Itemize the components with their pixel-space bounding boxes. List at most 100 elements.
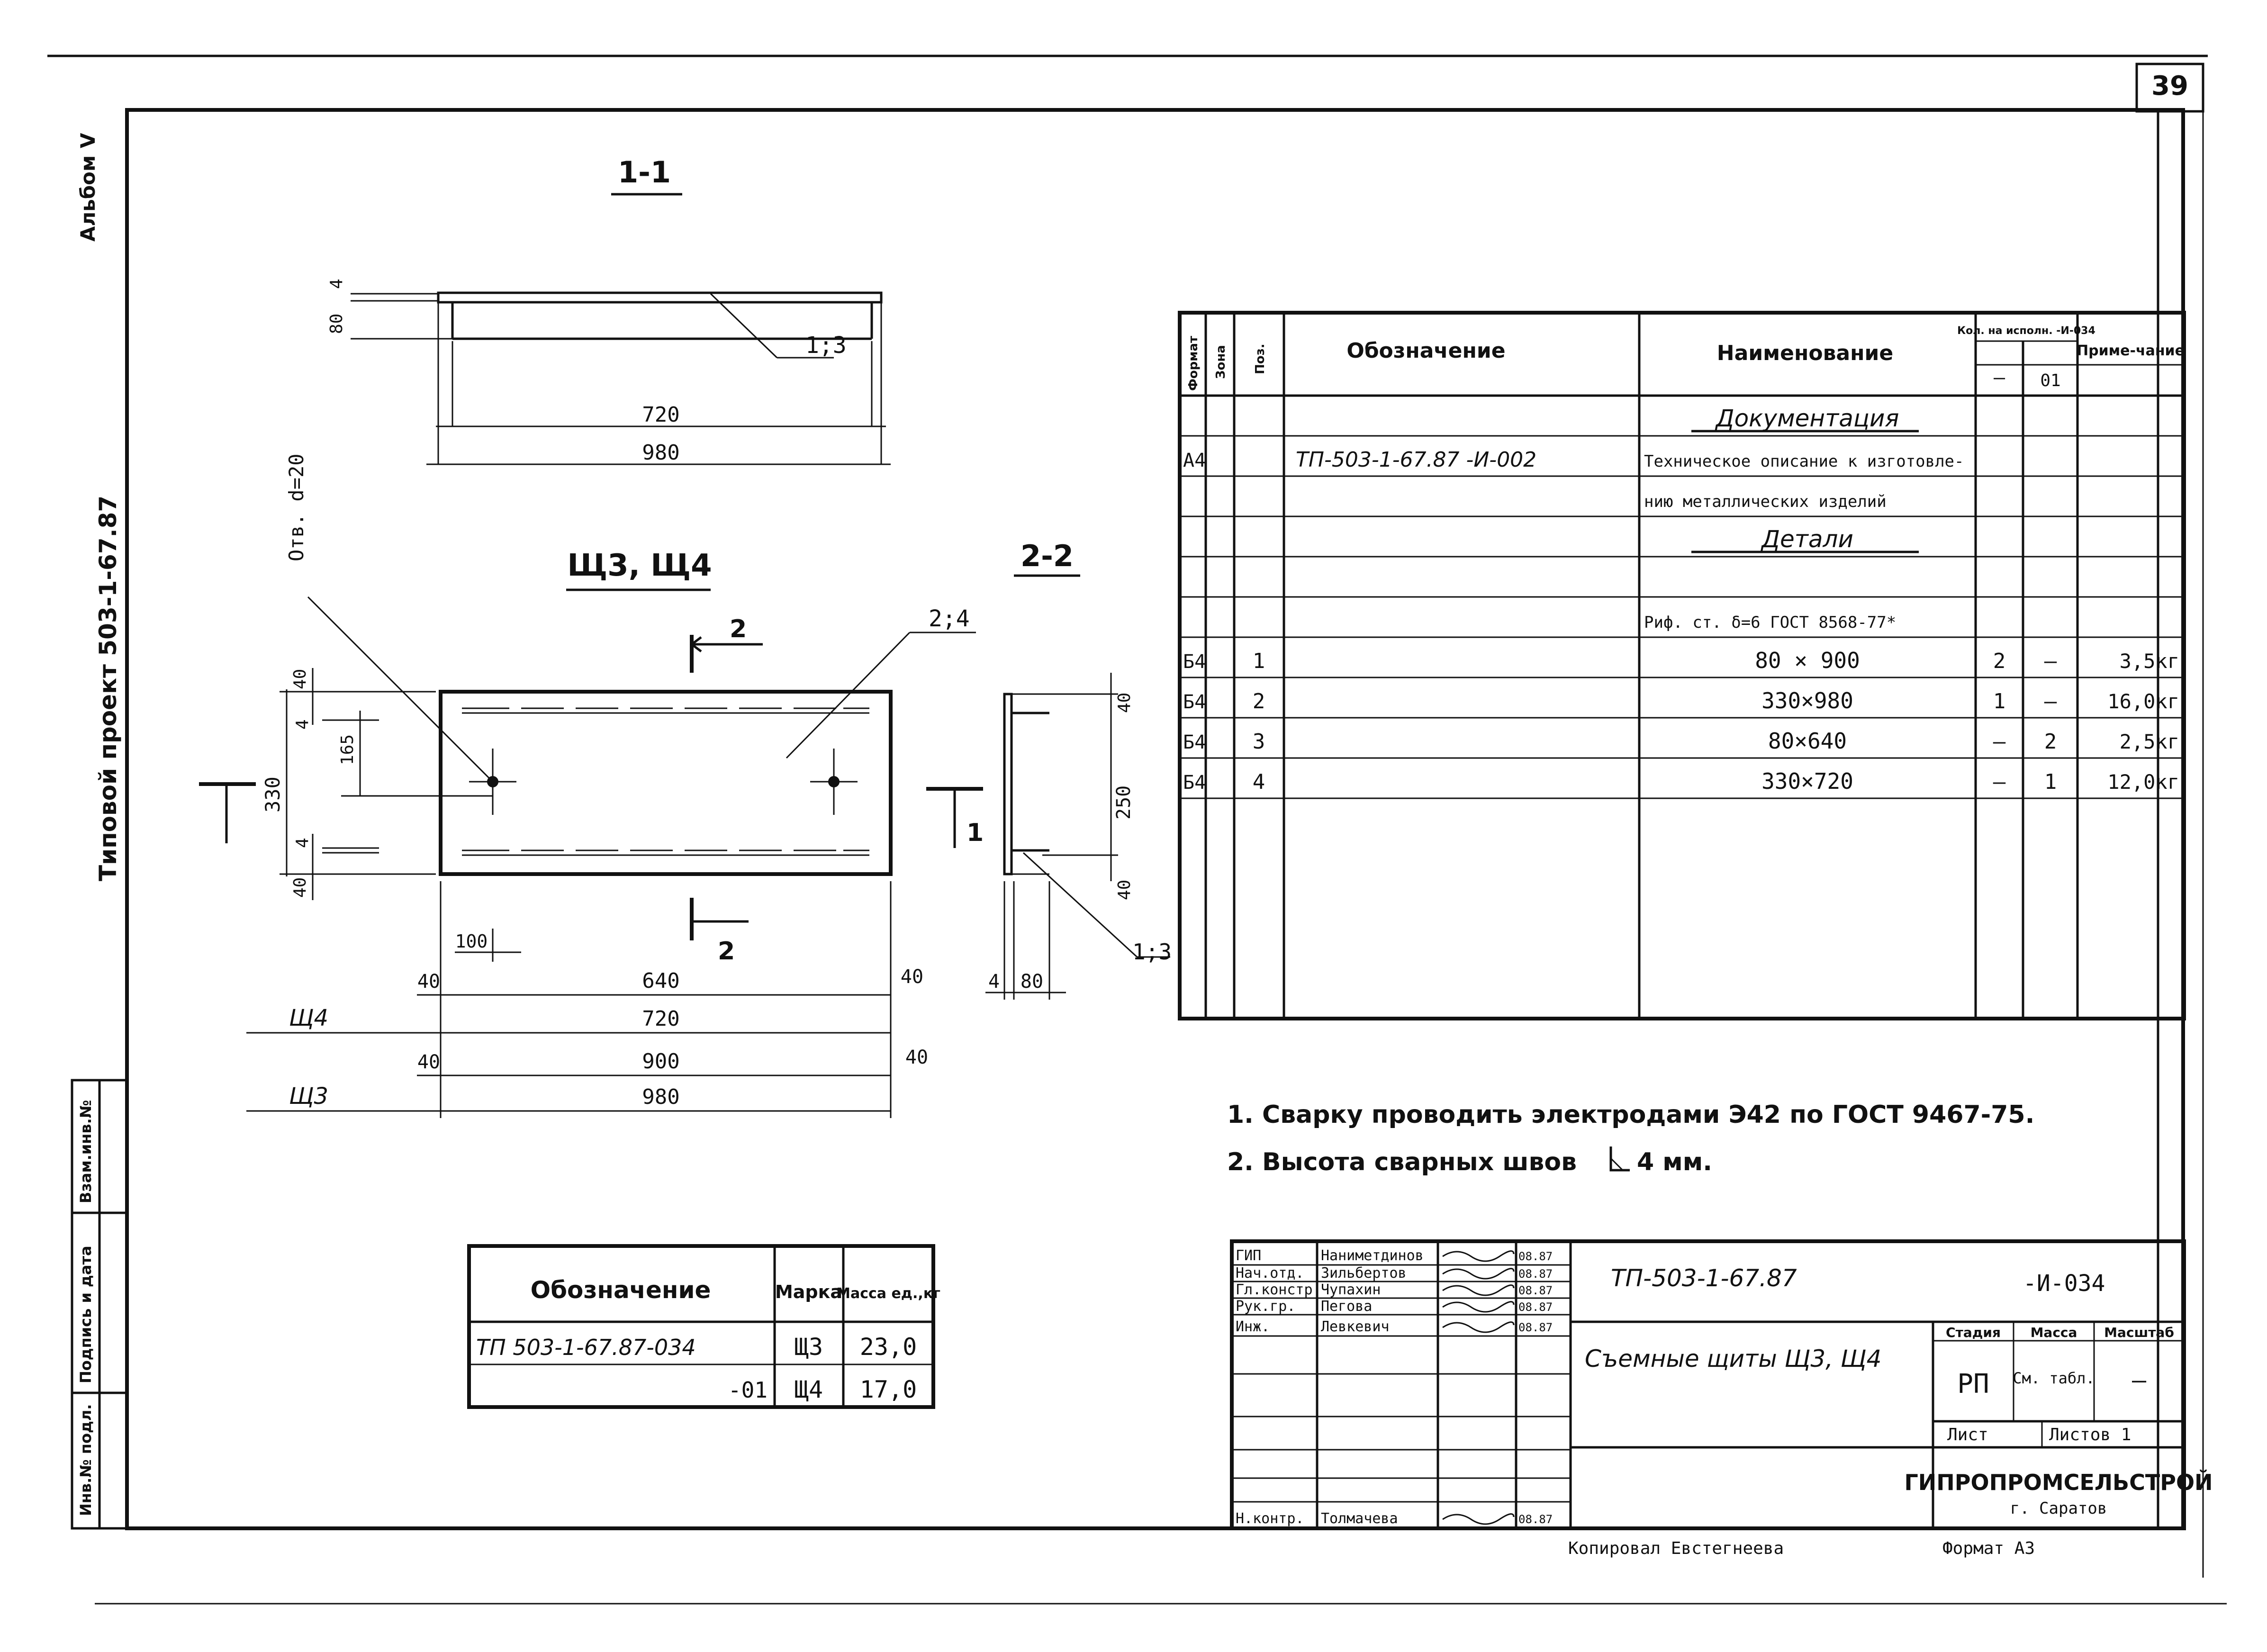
spec-cell-q1: 1: [2044, 770, 2057, 794]
signature-stroke: [1442, 1513, 1515, 1525]
title-block: [1230, 1239, 2186, 1530]
spec-table: [1178, 311, 2186, 1020]
note-2-tail: 4 мм.: [1637, 1148, 1712, 1176]
spec-cell-q0: 2: [1993, 649, 2006, 673]
tb-scale-label: Масштаб: [2104, 1325, 2174, 1340]
section-1-1: 1-1 1;3 80 4 720 980: [327, 155, 891, 465]
margin-label-sign: Подпись и дата: [77, 1246, 95, 1383]
dim-4b: 4: [293, 719, 312, 730]
callout-1-3: 1;3: [805, 332, 847, 359]
mass-row2-mark: Щ4: [795, 1376, 823, 1403]
callout-1-3-b: 1;3: [1132, 939, 1172, 965]
spec-cell-format: Б4: [1183, 772, 1206, 794]
dim-640: 640: [642, 969, 679, 993]
spec-cell-q1: —: [2044, 689, 2057, 713]
spec-cell-q0: 1: [1993, 689, 2006, 713]
tb-stage-label: Стадия: [1946, 1325, 2001, 1340]
spec-cell-designation: ТП-503-1-67.87 -И-002: [1296, 448, 1536, 472]
mass-table: Обозначение Марка Масса ед.,кг ТП 503-1-…: [467, 1244, 940, 1409]
section-2-2: 2-2 40 250 40 1;3 4 80: [985, 539, 1172, 1000]
dim-165: 165: [338, 734, 357, 765]
signature-role: ГИП: [1236, 1247, 1261, 1264]
spec-cell-name: 80×640: [1768, 728, 1847, 754]
tb-scale: —: [2132, 1366, 2147, 1394]
signature-role: Рук.гр.: [1236, 1298, 1295, 1315]
dim-40b: 40: [290, 877, 310, 898]
tb-sheets-label: Листов 1: [2049, 1425, 2131, 1444]
dim-330: 330: [261, 776, 284, 812]
spec-header-qty: Кол. на исполн. -И-034: [1957, 325, 2095, 337]
tb-copied: Копировал Евстегнеева: [1568, 1539, 1784, 1558]
spec-header-zone: Зона: [1214, 345, 1228, 379]
spec-cell-name: 330×980: [1761, 688, 1853, 713]
dim-80: 80: [327, 314, 346, 334]
dim-900: 900: [642, 1049, 679, 1074]
spec-cell-name: Риф. ст. δ=6 ГОСТ 8568-77*: [1644, 613, 1896, 632]
dim-40f: 40: [905, 1047, 928, 1068]
tb-mass: См. табл.: [2013, 1369, 2095, 1387]
spec-cell-name: 80 × 900: [1755, 648, 1860, 673]
dim-40e: 40: [417, 1051, 440, 1073]
tb-sheet-label: Лист: [1947, 1425, 1988, 1444]
plan-view: Щ3, Щ4 Отв. d=20 2;4 2 2 1: [199, 453, 984, 1118]
dim-980b: 980: [642, 1085, 679, 1109]
spec-header-designation: Обозначение: [1346, 339, 1505, 363]
mass-header-designation: Обозначение: [531, 1276, 711, 1304]
spec-header-note: Приме-чание: [2077, 343, 2185, 359]
spec-cell-pos: 2: [1253, 689, 1265, 713]
cut-1: 1: [966, 819, 984, 847]
spec-cell-pos: 4: [1253, 770, 1265, 794]
signature-date: 08.87: [1518, 1284, 1553, 1297]
spec-cell-pos: 3: [1253, 730, 1265, 754]
mass-row2-mass: 17,0: [860, 1376, 917, 1403]
spec-header-format: Формат: [1186, 336, 1201, 391]
signature-name: Пегова: [1321, 1298, 1372, 1315]
spec-cell-note: 12,0кг: [2107, 770, 2179, 794]
spec-cell-note: 2,5кг: [2120, 730, 2179, 753]
signature-name: Зильбертов: [1321, 1265, 1407, 1282]
page-number: 39: [2151, 71, 2188, 101]
signature-name: Толмачева: [1321, 1510, 1398, 1527]
spec-cell-q0: —: [1993, 730, 2006, 754]
dim-100: 100: [455, 931, 488, 952]
spec-cell-q1: 2: [2044, 730, 2057, 754]
section-2-2-title: 2-2: [1021, 539, 1074, 573]
spec-cell-name: нию металлических изделий: [1644, 492, 1887, 511]
hole-label: Отв. d=20: [285, 453, 308, 561]
tb-doc-code: ТП-503-1-67.87: [1611, 1264, 1797, 1292]
mass-row1-mass: 23,0: [860, 1333, 917, 1361]
spec-cell-name: Техническое описание к изготовле-: [1644, 452, 1964, 471]
signature-date: 08.87: [1518, 1321, 1553, 1334]
dim-720: 720: [642, 403, 679, 427]
tb-format: Формат А3: [1942, 1539, 2035, 1558]
spec-cell-q1: —: [2044, 649, 2057, 673]
spec-header-qty-01: 01: [2040, 371, 2060, 390]
dim-40h: 40: [1115, 880, 1134, 900]
signature-role: Инж.: [1236, 1318, 1270, 1335]
weld-symbol-icon: [1609, 1146, 1630, 1172]
signature-role: Нач.отд.: [1236, 1265, 1304, 1282]
dim-720b: 720: [642, 1007, 679, 1031]
note-1: 1. Сварку проводить электродами Э42 по Г…: [1227, 1101, 2034, 1129]
spec-cell-name: Детали: [1761, 525, 1853, 553]
spec-cell-format: Б4: [1183, 691, 1206, 713]
album-label: Альбом V: [76, 133, 99, 242]
signature-rows: ГИП Наниметдинов 08.87 Нач.отд. Зильбертов 08…: [1236, 1247, 1553, 1527]
signature-date: 08.87: [1518, 1267, 1553, 1281]
dim-250: 250: [1113, 785, 1135, 820]
dim-980: 980: [642, 441, 679, 465]
dim-4d: 4: [988, 971, 1000, 993]
callout-2-4: 2;4: [929, 605, 970, 632]
tb-mass-label: Масса: [2031, 1325, 2077, 1340]
section-1-1-title: 1-1: [618, 155, 671, 190]
row-sh4: Щ4: [289, 1005, 328, 1031]
spec-cell-format: А4: [1183, 450, 1206, 471]
signature-name: Чупахин: [1321, 1282, 1381, 1298]
signature-name: Наниметдинов: [1321, 1247, 1424, 1264]
mass-row1-designation: ТП 503-1-67.87-034: [476, 1335, 696, 1360]
spec-cell-pos: 1: [1253, 649, 1265, 673]
spec-header-qty-dash: —: [1994, 367, 2005, 388]
row-sh3: Щ3: [289, 1083, 328, 1110]
mass-row2-designation: -01: [728, 1377, 768, 1403]
signature-stroke: [1442, 1250, 1515, 1262]
